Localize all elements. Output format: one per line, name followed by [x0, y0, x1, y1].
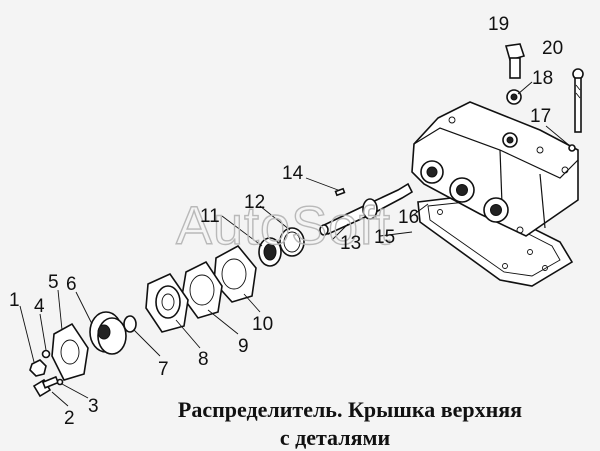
watermark-text: AutoSoft	[176, 196, 391, 256]
callout-12: 12	[244, 192, 265, 213]
part-cover-housing	[411, 101, 579, 237]
callout-11: 11	[200, 206, 220, 227]
callout-7: 7	[158, 359, 169, 380]
callout-10: 10	[252, 314, 273, 335]
part-long-screw	[572, 68, 584, 133]
callout-8: 8	[198, 349, 209, 370]
caption-line-2: с деталями	[279, 425, 391, 450]
part-seal	[258, 237, 282, 267]
callout-14: 14	[282, 163, 304, 184]
part-flange	[89, 311, 127, 355]
callout-6: 6	[66, 274, 77, 295]
leader-lines	[19, 81, 571, 407]
callout-9: 9	[238, 336, 249, 357]
part-bearing-cover	[145, 272, 189, 333]
part-bolt	[504, 43, 526, 79]
part-washer-3	[56, 378, 64, 386]
callout-3: 3	[88, 396, 99, 417]
part-washer-17	[568, 144, 576, 152]
part-washer-4	[41, 349, 51, 359]
part-nut	[29, 359, 47, 377]
part-ring-7	[123, 315, 137, 333]
callout-2: 2	[64, 408, 75, 429]
callout-5: 5	[48, 272, 59, 293]
callout-19: 19	[488, 14, 509, 35]
callout-numbers: 1 2 3 4 5 6 7 8 9 10 11 12 13 14 15 16 1…	[9, 14, 563, 429]
caption-line-1: Распределитель. Крышка верхняя	[177, 397, 523, 422]
part-key	[334, 187, 346, 197]
callout-16: 16	[398, 207, 419, 228]
callout-20: 20	[542, 38, 563, 59]
callout-17: 17	[530, 106, 551, 127]
part-bolt-2	[32, 375, 60, 398]
callout-1: 1	[9, 290, 20, 311]
callout-15: 15	[374, 227, 395, 248]
callout-18: 18	[532, 68, 553, 89]
callout-13: 13	[340, 233, 361, 254]
part-plate	[51, 322, 89, 381]
part-shaft	[319, 182, 414, 236]
part-bush	[506, 89, 522, 105]
callout-4: 4	[34, 296, 45, 317]
